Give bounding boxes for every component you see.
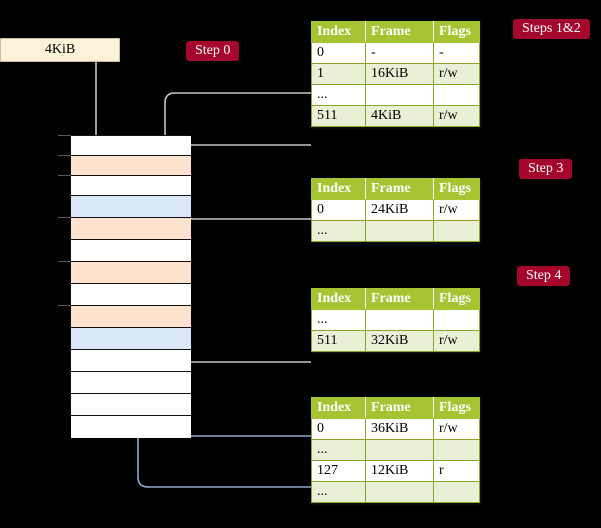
wire-memory-to-level1 [174, 218, 311, 276]
column-header-index: Index [311, 397, 366, 419]
cell-frame [365, 439, 434, 461]
column-header-frame: Frame [365, 397, 434, 419]
cell-index: ... [311, 439, 366, 461]
cell-flags: - [433, 42, 480, 64]
cell-flags: r/w [433, 105, 480, 127]
badge-step-0: Step 0 [186, 41, 240, 62]
memory-frame-row [71, 156, 191, 176]
cell-frame: 16KiB [365, 63, 434, 85]
cell-flags [433, 309, 480, 331]
wire-memory-to-level0-511 [179, 144, 311, 163]
cell-flags [433, 481, 480, 503]
badge-step-4: Step 4 [517, 266, 571, 287]
memory-tick-mark [58, 217, 71, 218]
cell-frame: 4KiB [365, 105, 434, 127]
cell-flags [433, 439, 480, 461]
badge-step-3: Step 3 [519, 159, 573, 180]
cell-index: 511 [311, 330, 366, 352]
memory-tick-mark [58, 305, 71, 306]
memory-frame-row [71, 394, 191, 416]
cell-flags: r/w [433, 199, 480, 221]
column-header-flags: Flags [433, 288, 480, 310]
cell-frame [365, 220, 434, 242]
table-row[interactable]: ... [311, 481, 480, 503]
column-header-index: Index [311, 288, 366, 310]
cell-index: 0 [311, 418, 366, 440]
cell-index: 0 [311, 42, 366, 64]
column-header-flags: Flags [433, 178, 480, 200]
source-box-4kib: 4KiB [0, 38, 120, 62]
table-row[interactable]: 0-- [311, 42, 480, 64]
cell-index: ... [311, 84, 366, 106]
table-row[interactable]: ... [311, 84, 480, 106]
memory-frame-row [71, 136, 191, 156]
column-header-index: Index [311, 178, 366, 200]
memory-frame-row [71, 284, 191, 306]
cell-index: ... [311, 481, 366, 503]
cell-frame: 36KiB [365, 418, 434, 440]
memory-tick-mark [58, 155, 71, 156]
cell-frame: - [365, 42, 434, 64]
cell-index: ... [311, 220, 366, 242]
cell-flags [433, 84, 480, 106]
column-header-frame: Frame [365, 21, 434, 43]
table-row[interactable]: ... [311, 439, 480, 461]
cell-frame: 32KiB [365, 330, 434, 352]
column-header-frame: Frame [365, 288, 434, 310]
cell-index: 0 [311, 199, 366, 221]
memory-frame-row [71, 176, 191, 196]
memory-frame-row [71, 196, 191, 218]
cell-flags [433, 220, 480, 242]
memory-frame-row [71, 372, 191, 394]
cell-flags: r [433, 460, 480, 482]
cell-index: 511 [311, 105, 366, 127]
column-header-flags: Flags [433, 21, 480, 43]
wire-memory-to-level2 [169, 309, 311, 363]
memory-frame-row [71, 240, 191, 262]
column-header-index: Index [311, 21, 366, 43]
source-box-label: 4KiB [44, 42, 76, 57]
cell-flags: r/w [433, 63, 480, 85]
memory-frame-row [71, 306, 191, 328]
table-row[interactable]: ... [311, 220, 480, 242]
memory-frame-row [71, 350, 191, 372]
column-header-frame: Frame [365, 178, 434, 200]
memory-frame-row [71, 218, 191, 240]
cell-index: 127 [311, 460, 366, 482]
column-header-flags: Flags [433, 397, 480, 419]
table-row[interactable]: ... [311, 309, 480, 331]
cell-frame: 24KiB [365, 199, 434, 221]
cell-frame [365, 309, 434, 331]
memory-tick-mark [58, 135, 71, 136]
memory-frame-row [71, 416, 191, 438]
badge-steps-1-2: Steps 1&2 [513, 19, 590, 40]
cell-frame: 12KiB [365, 460, 434, 482]
cell-frame [365, 481, 434, 503]
memory-frame-row [71, 262, 191, 284]
cell-index: ... [311, 309, 366, 331]
cell-flags: r/w [433, 330, 480, 352]
cell-index: 1 [311, 63, 366, 85]
memory-tick-mark [58, 261, 71, 262]
physical-memory-column [70, 135, 191, 438]
memory-frame-row [71, 328, 191, 350]
cell-flags: r/w [433, 418, 480, 440]
cell-frame [365, 84, 434, 106]
memory-tick-mark [58, 175, 71, 176]
